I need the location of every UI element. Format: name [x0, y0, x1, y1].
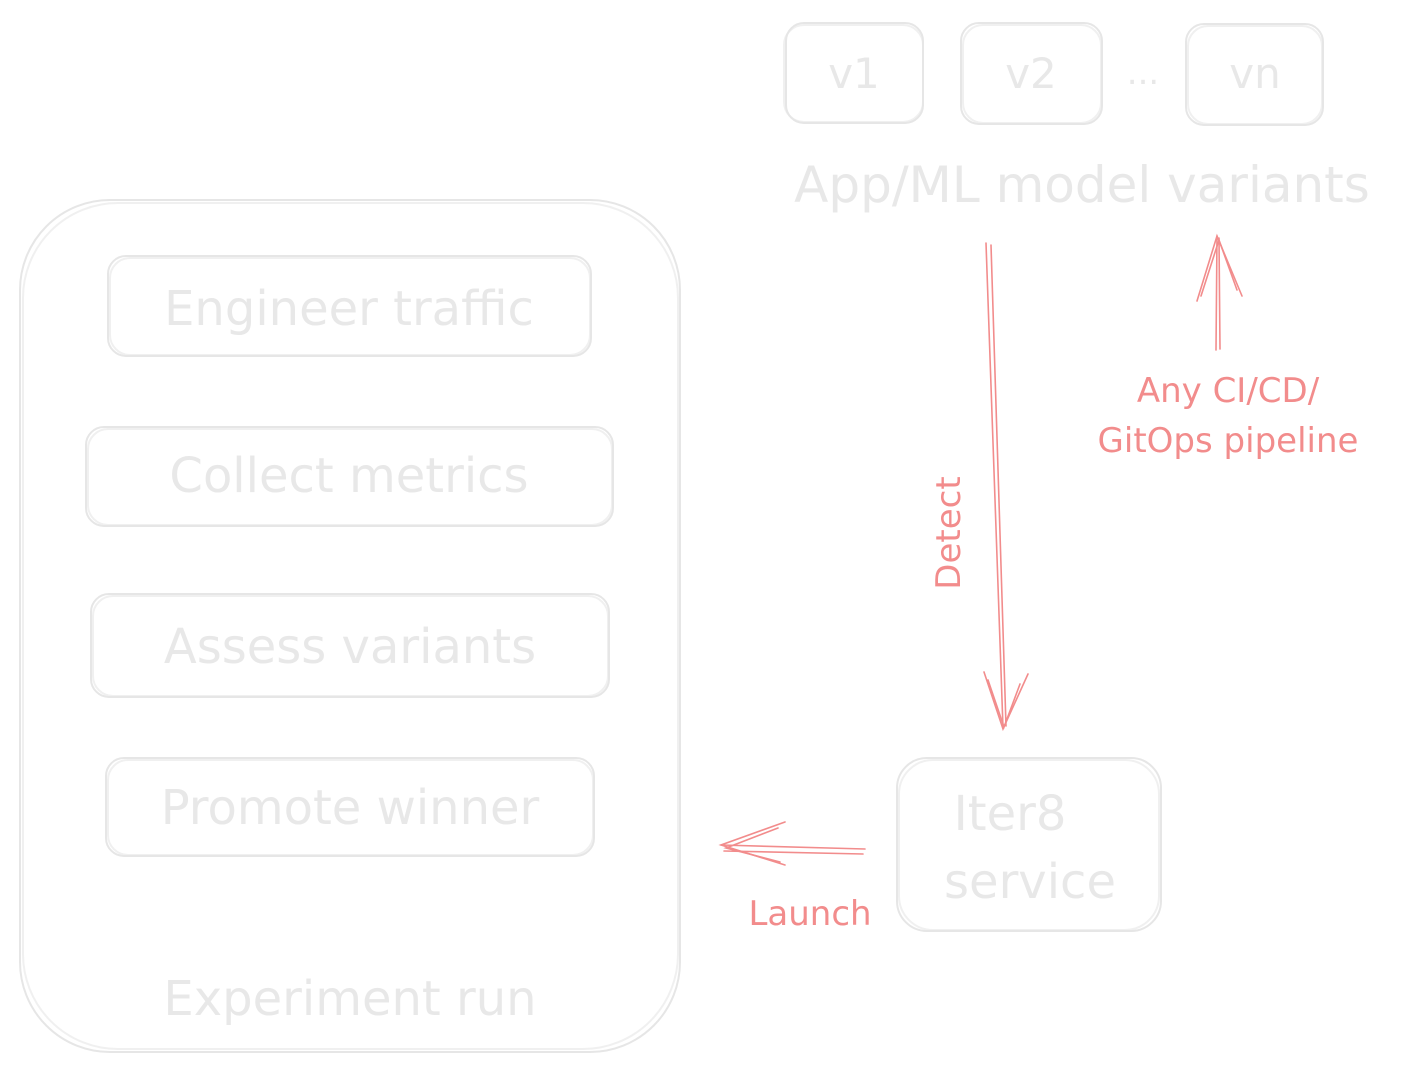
service-label-line1: Iter8 [954, 786, 1067, 842]
variant-box-v2: v2 [960, 22, 1103, 125]
variant-label-vn: vn [1229, 49, 1280, 98]
step-promote-winner: Promote winner [105, 757, 595, 857]
variant-box-v1: v1 [783, 22, 924, 124]
step-label: Collect metrics [169, 448, 528, 504]
launch-arrow [718, 821, 866, 866]
step-assess-variants: Assess variants [90, 593, 610, 698]
pipeline-label-line1: Any CI/CD/ [1137, 371, 1320, 411]
iter8-service-box: Iter8 service [896, 757, 1162, 932]
variant-label-v1: v1 [828, 49, 880, 98]
detect-arrow [983, 242, 1029, 732]
service-label-line2: service [944, 854, 1116, 910]
experiment-run-container [19, 199, 681, 1053]
detect-label: Detect [929, 476, 969, 589]
launch-label: Launch [748, 894, 871, 934]
step-label: Promote winner [161, 780, 540, 836]
step-engineer-traffic: Engineer traffic [107, 255, 592, 357]
pipeline-arrow [1196, 233, 1243, 351]
variant-box-vn: vn [1185, 23, 1324, 126]
step-label: Engineer traffic [164, 281, 534, 337]
step-label: Assess variants [164, 619, 536, 675]
pipeline-label-line2: GitOps pipeline [1098, 421, 1359, 461]
experiment-caption: Experiment run [163, 971, 536, 1027]
step-collect-metrics: Collect metrics [85, 426, 614, 527]
variant-ellipsis: ... [1127, 53, 1159, 93]
variant-label-v2: v2 [1005, 49, 1057, 98]
variants-caption: App/ML model variants [794, 156, 1370, 214]
